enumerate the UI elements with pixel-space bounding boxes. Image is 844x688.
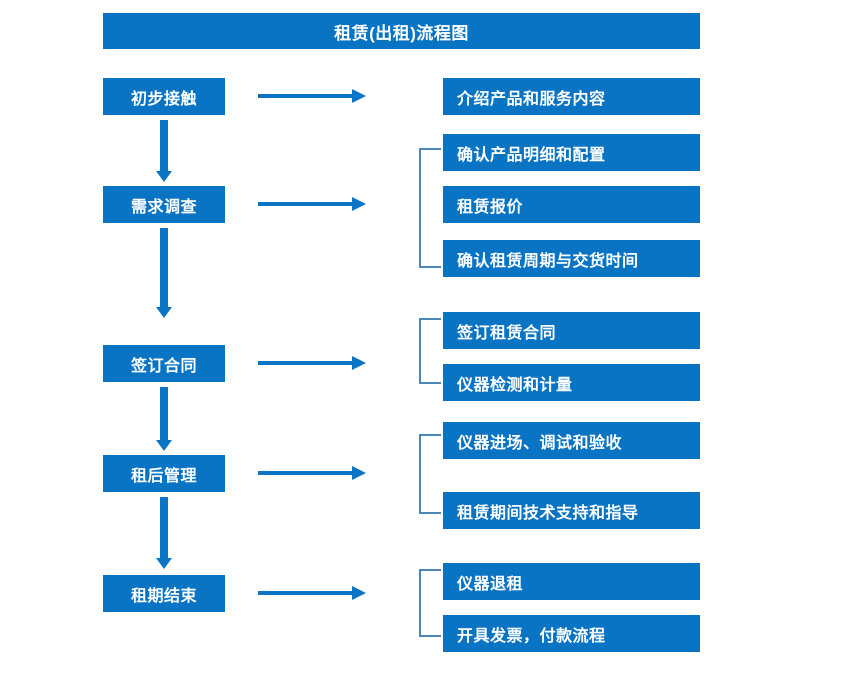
- detail-box-5-2[interactable]: 开具发票，付款流程: [443, 615, 700, 652]
- detail-bracket-3: [419, 318, 441, 384]
- arrow-head: [156, 171, 172, 182]
- detail-bracket-5: [419, 569, 441, 637]
- stage-arrow-right-2: [258, 197, 366, 211]
- arrow-shaft: [160, 228, 168, 307]
- stage-box-3[interactable]: 签订合同: [103, 345, 225, 382]
- detail-bracket-2: [419, 148, 441, 268]
- stage-arrow-down-1: [156, 120, 172, 182]
- arrow-head: [352, 356, 366, 370]
- stage-arrow-right-5: [258, 586, 366, 600]
- arrow-head: [352, 89, 366, 103]
- arrow-head: [352, 197, 366, 211]
- arrow-shaft: [258, 591, 352, 595]
- chart-title: 租赁(出租)流程图: [103, 13, 700, 49]
- arrow-shaft: [258, 361, 352, 365]
- stage-arrow-down-4: [156, 497, 172, 569]
- stage-box-5[interactable]: 租期结束: [103, 575, 225, 612]
- arrow-shaft: [258, 471, 352, 475]
- detail-box-2-1[interactable]: 确认产品明细和配置: [443, 134, 700, 171]
- stage-box-4[interactable]: 租后管理: [103, 455, 225, 492]
- detail-box-2-2[interactable]: 租赁报价: [443, 186, 700, 223]
- detail-bracket-4: [419, 434, 441, 514]
- arrow-shaft: [160, 387, 168, 440]
- stage-arrow-down-2: [156, 228, 172, 318]
- stage-arrow-right-1: [258, 89, 366, 103]
- arrow-head: [156, 558, 172, 569]
- detail-box-5-1[interactable]: 仪器退租: [443, 563, 700, 600]
- detail-box-1-1[interactable]: 介绍产品和服务内容: [443, 78, 700, 115]
- stage-box-1[interactable]: 初步接触: [103, 78, 225, 115]
- arrow-shaft: [160, 497, 168, 558]
- arrow-shaft: [258, 94, 352, 98]
- stage-box-2[interactable]: 需求调查: [103, 186, 225, 223]
- detail-box-4-1[interactable]: 仪器进场、调试和验收: [443, 422, 700, 459]
- stage-arrow-right-4: [258, 466, 366, 480]
- detail-box-4-2[interactable]: 租赁期间技术支持和指导: [443, 492, 700, 529]
- arrow-head: [352, 586, 366, 600]
- arrow-head: [156, 307, 172, 318]
- detail-box-3-1[interactable]: 签订租赁合同: [443, 312, 700, 349]
- arrow-head: [352, 466, 366, 480]
- stage-arrow-right-3: [258, 356, 366, 370]
- arrow-head: [156, 440, 172, 451]
- detail-box-3-2[interactable]: 仪器检测和计量: [443, 364, 700, 401]
- arrow-shaft: [258, 202, 352, 206]
- detail-box-2-3[interactable]: 确认租赁周期与交货时间: [443, 240, 700, 277]
- stage-arrow-down-3: [156, 387, 172, 451]
- arrow-shaft: [160, 120, 168, 171]
